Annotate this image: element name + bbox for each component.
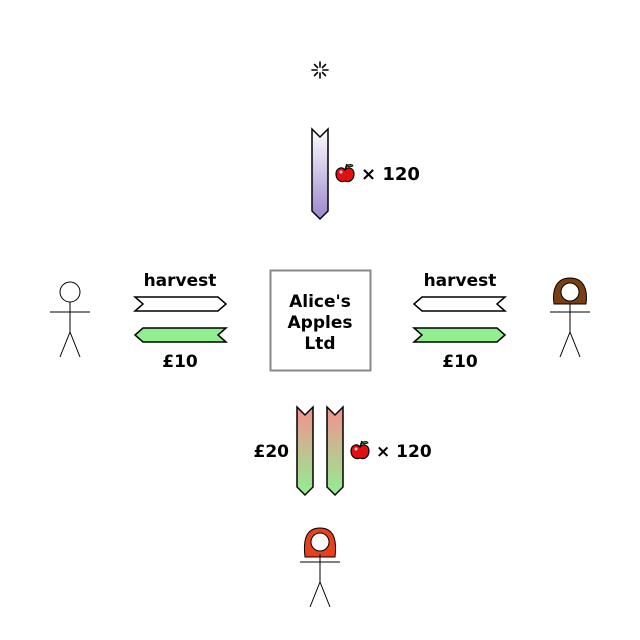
bottom-flow-quantity: × 120 bbox=[376, 442, 432, 462]
right-person-icon bbox=[550, 277, 590, 358]
bottom-money-arrow bbox=[296, 405, 314, 497]
right-harvest-arrow bbox=[412, 296, 507, 312]
left-harvest-arrow bbox=[133, 296, 228, 312]
left-out-label: £10 bbox=[162, 352, 198, 372]
left-in-label: harvest bbox=[144, 271, 217, 291]
top-flow-arrow bbox=[311, 127, 329, 221]
left-person-icon bbox=[50, 281, 90, 358]
top-flow-quantity: × 120 bbox=[361, 164, 420, 185]
bottom-apple-icon bbox=[350, 440, 370, 460]
company-name-line3: Ltd bbox=[304, 334, 335, 354]
company-box bbox=[269, 269, 372, 372]
right-out-label: £10 bbox=[442, 352, 478, 372]
right-in-label: harvest bbox=[424, 271, 497, 291]
top-apple-icon bbox=[335, 163, 355, 183]
bottom-person-icon bbox=[300, 527, 340, 608]
bottom-apple-arrow bbox=[326, 405, 344, 497]
left-money-arrow bbox=[133, 327, 228, 343]
right-money-arrow bbox=[412, 327, 507, 343]
company-name-line2: Apples bbox=[288, 313, 353, 333]
sun-icon bbox=[311, 61, 329, 79]
bottom-money-label: £20 bbox=[254, 442, 290, 462]
company-name-line1: Alice's bbox=[289, 292, 351, 312]
